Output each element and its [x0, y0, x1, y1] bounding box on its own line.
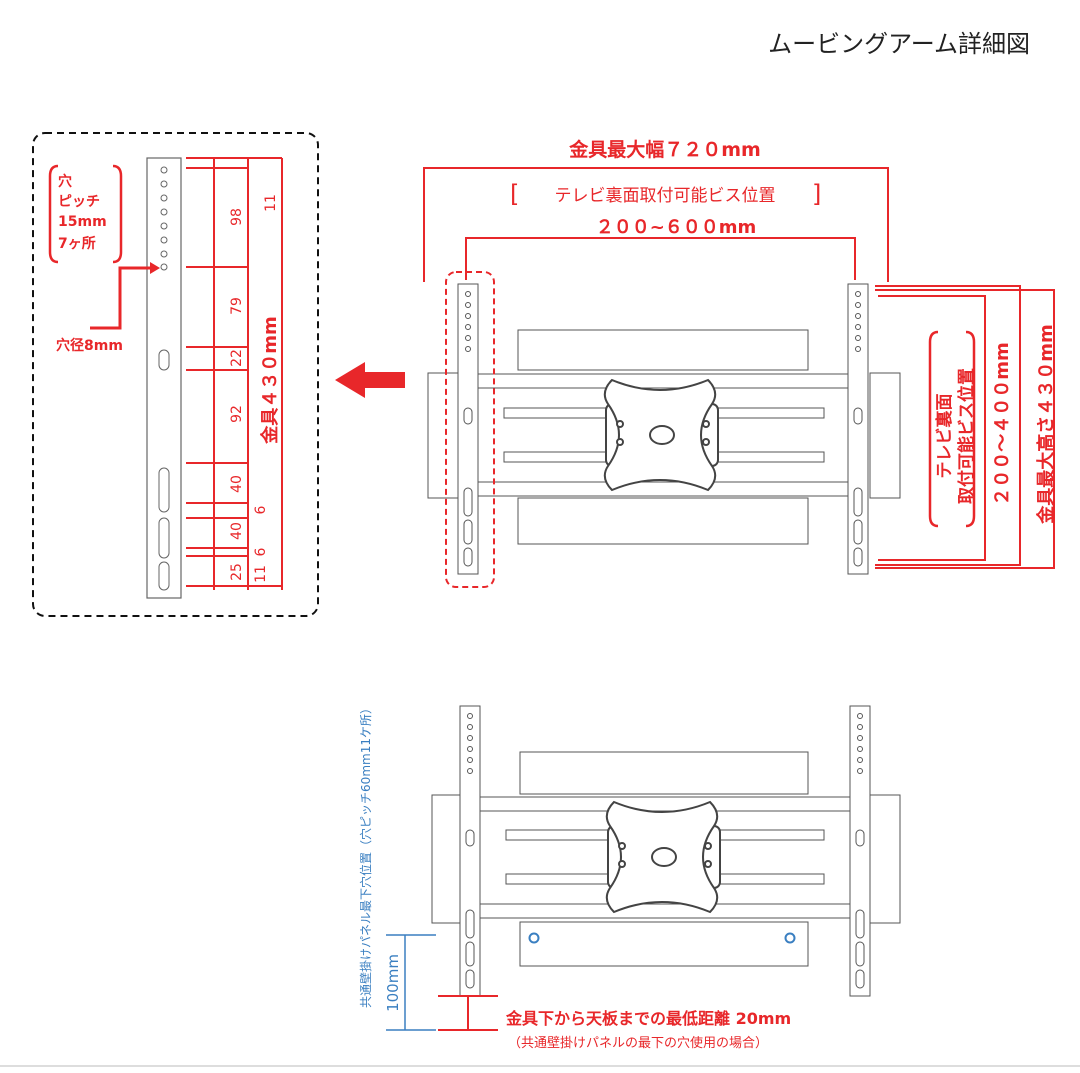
top-left-rail	[457, 283, 479, 575]
vertical-tv-line1: テレビ裏面	[934, 394, 955, 479]
vertical-tv-line2: 取付可能ビス位置	[956, 368, 977, 504]
hole-label-1: 穴	[58, 173, 72, 190]
dim-40a: 40	[229, 475, 245, 493]
panel-hole-left	[528, 932, 540, 944]
detail-rail	[146, 157, 182, 599]
hole-label-4: 7ヶ所	[58, 235, 96, 252]
dim-100mm: 100mm	[384, 954, 402, 1012]
dim-92: 92	[229, 405, 245, 423]
dim-79: 79	[229, 297, 245, 315]
vertical-total-label: 金具４３０mm	[259, 316, 281, 445]
horizontal-range-label: ２００~６００mm	[596, 217, 757, 238]
panel-note: 共通壁掛けパネル最下穴位置（穴ピッチ60mm11ケ所）	[358, 702, 373, 1008]
top-view: 金具最大幅７２０mm [ テレビ裏面取付可能ビス位置 ] ２００~６００mm	[423, 138, 1057, 588]
dim-6a: 6	[253, 505, 269, 514]
dim-6b: 6	[253, 547, 269, 556]
bottom-left-rail	[459, 705, 481, 997]
min-distance-note: （共通壁掛けパネルの最下の穴使用の場合）	[508, 1035, 768, 1051]
dim-11b: 11	[253, 565, 269, 583]
hole-label-2: ピッチ	[58, 194, 100, 210]
arrow-left-icon	[335, 362, 405, 398]
diagram-title: ムービングアーム詳細図	[768, 30, 1030, 58]
detail-small-holes	[160, 166, 168, 271]
hole-diameter-label: 穴径8mm	[56, 337, 123, 354]
bottom-center-mount	[605, 800, 721, 914]
dim-98: 98	[229, 208, 245, 226]
detail-dimension-lines	[186, 157, 283, 590]
dim-40b: 40	[229, 522, 245, 540]
detail-view: 98 79 22 92 40 40 25 11 6 6 11 金具４３０mm 穴…	[32, 132, 319, 617]
max-width-label: 金具最大幅７２０mm	[568, 138, 761, 161]
tv-screw-bracket-r: ]	[812, 180, 821, 208]
dim-22: 22	[229, 349, 245, 367]
bottom-view: 100mm 共通壁掛けパネル最下穴位置（穴ピッチ60mm11ケ所） 金具下から天…	[358, 702, 901, 1051]
top-right-rail	[847, 283, 869, 575]
detail-slots	[158, 349, 170, 591]
vertical-range-label: ２００～４００mm	[992, 342, 1013, 506]
tv-screw-position-label: テレビ裏面取付可能ビス位置	[555, 185, 776, 206]
dim-11a: 11	[263, 194, 279, 212]
bottom-right-rail	[849, 705, 871, 997]
max-height-label: 金具最大高さ４３０mm	[1035, 324, 1057, 525]
tv-screw-bracket-l: [	[510, 180, 519, 208]
min-distance-label: 金具下から天板までの最低距離 20mm	[505, 1009, 791, 1028]
rail-highlight	[445, 271, 495, 588]
panel-hole-right	[784, 932, 796, 944]
top-center-mount	[603, 378, 719, 492]
hole-label-3: 15mm	[58, 214, 107, 230]
dim-25: 25	[229, 563, 245, 581]
